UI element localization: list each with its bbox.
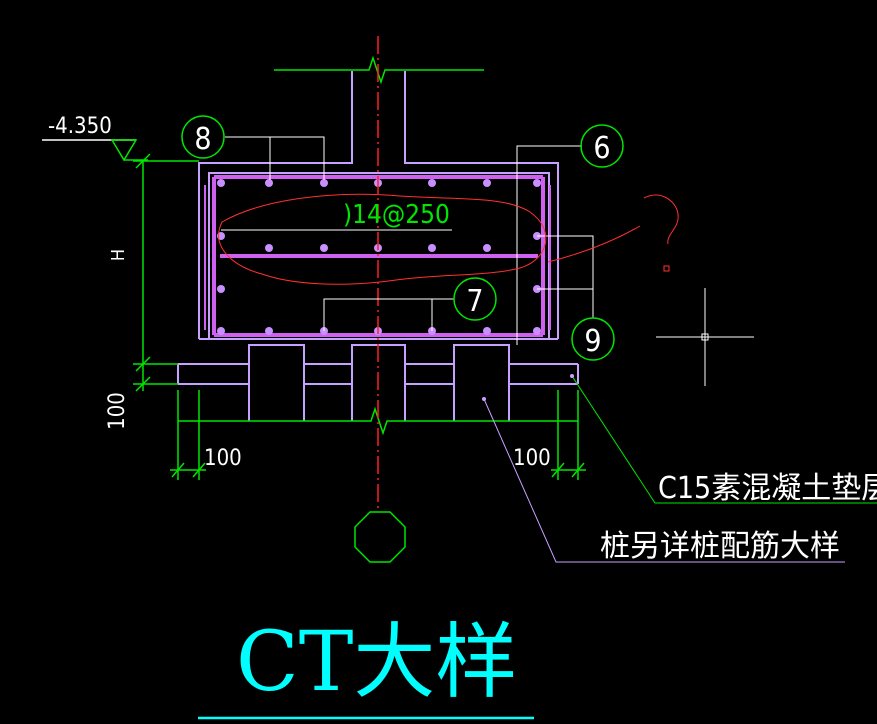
dimension-pad-label: 100 [105,392,130,430]
column-outline [198,71,559,339]
svg-text:-4.350: -4.350 [48,114,112,139]
dimension-height [133,153,199,392]
drawing-title: CT大样 [236,615,517,710]
red-markup-cloud [218,193,679,285]
crosshair-cursor-icon [656,288,754,386]
callout-8: 8 [181,115,225,159]
leader-lines [221,136,594,345]
callout-6: 6 [580,124,624,168]
svg-text:7: 7 [466,284,483,319]
dimension-bottom [170,390,586,480]
callout-9: 9 [571,317,615,361]
pile-symbol-octagon [354,511,406,563]
rebar-group [204,175,551,337]
callout-7: 7 [453,277,497,321]
rebar-spec-label: )14@250 [343,200,450,230]
dimension-right-label: 100 [513,446,551,471]
elevation-marker: -4.350 [42,114,148,162]
break-line-top [274,55,484,85]
svg-text:9: 9 [584,324,601,359]
note-leaders [483,375,877,563]
pile-right [453,344,510,421]
break-line-bottom [178,406,578,436]
svg-text:6: 6 [593,131,610,166]
rebar-dots [217,179,541,335]
pile-left [248,344,305,421]
svg-text:8: 8 [194,122,211,157]
dimension-h-label: H [108,249,129,261]
cushion-layer [177,363,579,385]
dimension-left-label: 100 [204,446,242,471]
note-pile-detail: 桩另详桩配筋大样 [600,529,840,564]
note-cushion-layer: C15素混凝土垫层 [658,471,877,506]
